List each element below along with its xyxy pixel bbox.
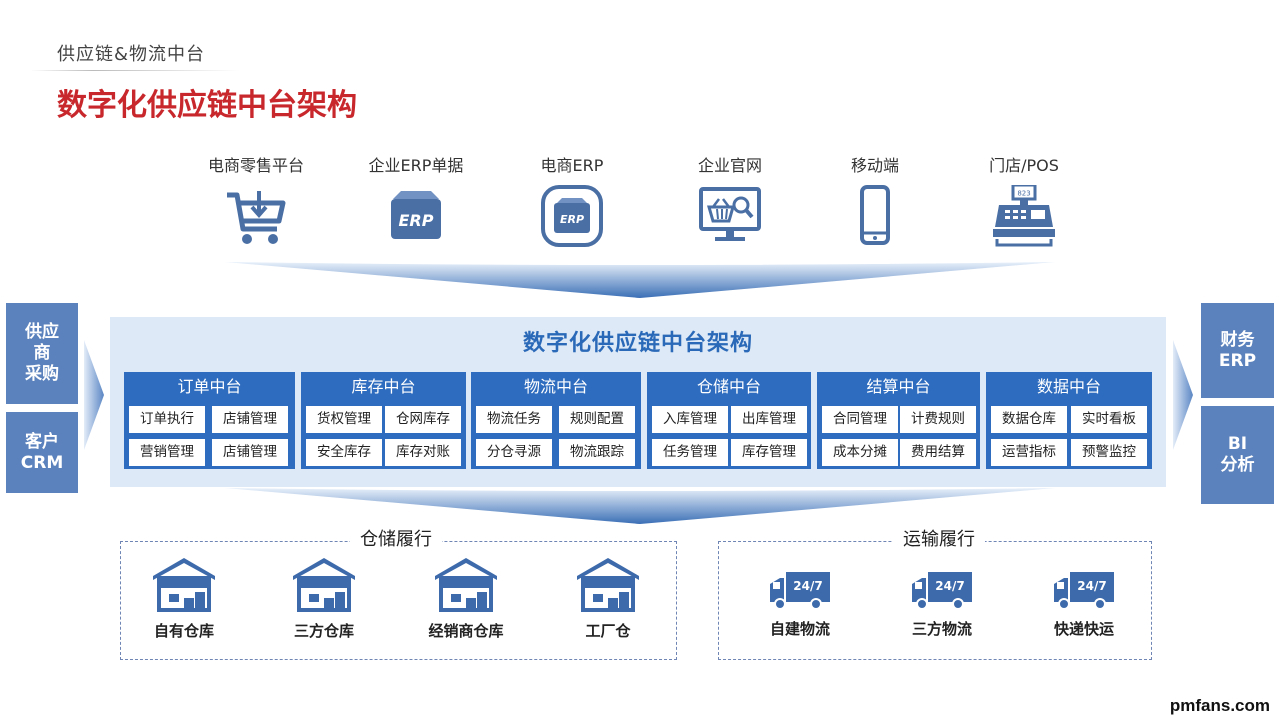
center-title: 数字化供应链中台架构 <box>522 331 753 356</box>
delivery-truck-icon: 24/7 <box>912 572 972 610</box>
module-item: 库存对账 <box>385 439 461 466</box>
input-supplier-purchase: 供应 商 采购 <box>6 303 78 404</box>
mobile-phone-icon <box>860 185 890 245</box>
pos-display-text: 823 <box>1017 190 1030 198</box>
module-item: 预警监控 <box>1071 439 1147 466</box>
channel-enterprise-erp: 企业ERP单据 ERP <box>351 155 481 249</box>
channel-label: 企业ERP单据 <box>368 156 464 175</box>
pos-register-icon: 823 <box>993 185 1055 247</box>
input-customer-crm: 客户 CRM <box>6 412 78 493</box>
channel-label: 企业官网 <box>697 156 762 175</box>
erp-badge-text: ERP <box>560 213 584 226</box>
watermark: pmfans.com <box>1169 696 1270 715</box>
delivery-truck-icon: 24/7 <box>1054 572 1114 610</box>
module-item: 费用结算 <box>900 439 976 466</box>
module-title: 物流中台 <box>523 377 588 396</box>
transport-title: 运输履行 <box>893 525 985 551</box>
website-monitor-icon <box>699 187 761 241</box>
warehouse-distributor: 经销商仓库 <box>416 556 516 641</box>
warehouse-icon <box>153 558 215 612</box>
module-item: 分仓寻源 <box>476 439 552 466</box>
module-title: 仓储中台 <box>696 377 761 396</box>
channel-label: 移动端 <box>850 156 899 175</box>
module-item: 仓网库存 <box>385 406 461 433</box>
warehouse-factory: 工厂仓 <box>558 556 658 641</box>
warehouse-icon <box>435 558 497 612</box>
channel-store-pos: 门店/POS 823 <box>959 155 1089 249</box>
truck-badge-text: 24/7 <box>793 579 822 593</box>
module-item: 成本分摊 <box>822 439 898 466</box>
transport-self-built: 24/7 自建物流 <box>750 570 850 639</box>
module-item: 物流跟踪 <box>559 439 635 466</box>
module-item: 店铺管理 <box>212 406 288 433</box>
erp-badge-text: ERP <box>399 211 434 230</box>
warehouse-own: 自有仓库 <box>134 556 234 641</box>
module-title: 数据中台 <box>1036 377 1101 396</box>
page-title: 数字化供应链中台架构 <box>57 88 357 123</box>
warehouse-label: 自有仓库 <box>153 622 214 640</box>
transport-label: 三方物流 <box>911 620 972 638</box>
warehouse-icon <box>577 558 639 612</box>
module-item: 安全库存 <box>306 439 382 466</box>
module-order: 订单中台 订单执行 店铺管理 营销管理 店铺管理 <box>124 372 295 469</box>
module-item: 任务管理 <box>652 439 728 466</box>
left-flow-arrow <box>84 340 104 450</box>
channel-mobile: 移动端 <box>810 155 940 249</box>
transport-third-party: 24/7 三方物流 <box>892 570 992 639</box>
top-funnel-arrow <box>225 262 1055 298</box>
channel-ecommerce-retail: 电商零售平台 <box>191 155 321 249</box>
module-item: 运营指标 <box>991 439 1067 466</box>
module-item: 数据仓库 <box>991 406 1067 433</box>
module-item: 计费规则 <box>900 406 976 433</box>
warehouse-icon <box>293 558 355 612</box>
module-item: 店铺管理 <box>212 439 288 466</box>
delivery-truck-icon: 24/7 <box>770 572 830 610</box>
module-item: 库存管理 <box>731 439 807 466</box>
module-title: 结算中台 <box>866 377 931 396</box>
module-warehouse: 仓储中台 入库管理 出库管理 任务管理 库存管理 <box>647 372 811 469</box>
warehousing-title: 仓储履行 <box>350 525 442 551</box>
transport-label: 快递快运 <box>1053 620 1114 638</box>
module-item: 货权管理 <box>306 406 382 433</box>
page-subtitle: 供应链&物流中台 <box>57 44 206 65</box>
module-item: 订单执行 <box>129 406 205 433</box>
warehouse-label: 经销商仓库 <box>428 622 504 640</box>
module-settlement: 结算中台 合同管理 计费规则 成本分摊 费用结算 <box>817 372 980 469</box>
module-data: 数据中台 数据仓库 实时看板 运营指标 预警监控 <box>986 372 1152 469</box>
module-title: 订单中台 <box>177 377 242 396</box>
module-item: 合同管理 <box>822 406 898 433</box>
transport-express: 24/7 快递快运 <box>1034 570 1134 639</box>
shopping-cart-icon <box>227 191 286 244</box>
module-item: 规则配置 <box>559 406 635 433</box>
warehouse-third-party: 三方仓库 <box>274 556 374 641</box>
warehouse-label: 工厂仓 <box>585 622 631 640</box>
channel-enterprise-website: 企业官网 <box>665 155 795 249</box>
module-inventory: 库存中台 货权管理 仓网库存 安全库存 库存对账 <box>301 372 466 469</box>
channel-label: 门店/POS <box>989 156 1059 175</box>
module-item: 物流任务 <box>476 406 552 433</box>
truck-badge-text: 24/7 <box>935 579 964 593</box>
channel-label: 电商零售平台 <box>207 156 304 175</box>
module-item: 实时看板 <box>1071 406 1147 433</box>
channel-label: 电商ERP <box>540 156 604 175</box>
module-item: 营销管理 <box>129 439 205 466</box>
transport-label: 自建物流 <box>769 620 830 638</box>
erp-rounded-icon: ERP <box>541 185 603 247</box>
truck-badge-text: 24/7 <box>1077 579 1106 593</box>
module-title: 库存中台 <box>351 377 416 396</box>
output-finance-erp: 财务 ERP <box>1201 303 1274 398</box>
channel-ecommerce-erp: 电商ERP ERP <box>507 155 637 249</box>
output-bi-analysis: BI 分析 <box>1201 406 1274 504</box>
bottom-funnel-arrow <box>225 488 1055 524</box>
module-logistics: 物流中台 物流任务 规则配置 分仓寻源 物流跟踪 <box>471 372 641 469</box>
subtitle-divider <box>30 70 240 71</box>
erp-box-icon: ERP <box>391 191 441 239</box>
module-item: 出库管理 <box>731 406 807 433</box>
warehouse-label: 三方仓库 <box>293 622 354 640</box>
module-item: 入库管理 <box>652 406 728 433</box>
right-flow-arrow <box>1173 340 1193 450</box>
